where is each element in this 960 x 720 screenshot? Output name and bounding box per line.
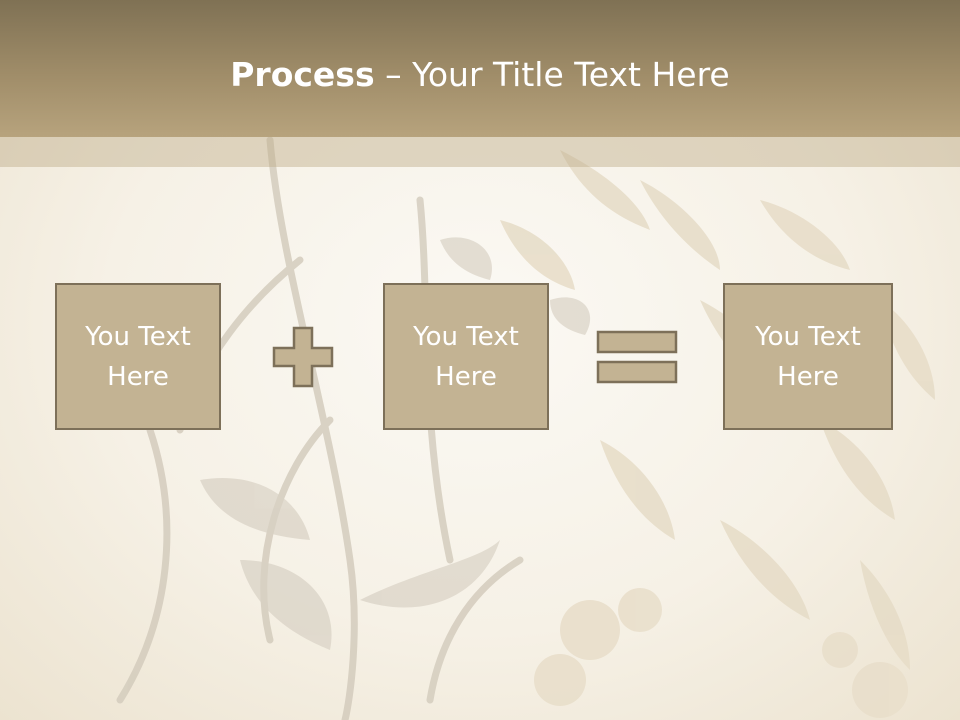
process-box-3[interactable]: You Text Here [723, 283, 893, 430]
process-box-1[interactable]: You Text Here [55, 283, 221, 430]
title-bar [0, 0, 960, 137]
process-box-2-text: You Text Here [413, 321, 519, 392]
plus-icon [272, 326, 334, 388]
title-separator: – [385, 55, 402, 94]
slide-title: Process – Your Title Text Here [0, 50, 960, 100]
process-box-3-text: You Text Here [755, 321, 861, 392]
title-strip [0, 137, 960, 167]
process-box-1-text: You Text Here [85, 321, 191, 392]
equals-icon [596, 330, 678, 384]
process-box-2[interactable]: You Text Here [383, 283, 549, 430]
title-bold: Process [230, 55, 375, 94]
title-rest: Your Title Text Here [412, 55, 730, 94]
